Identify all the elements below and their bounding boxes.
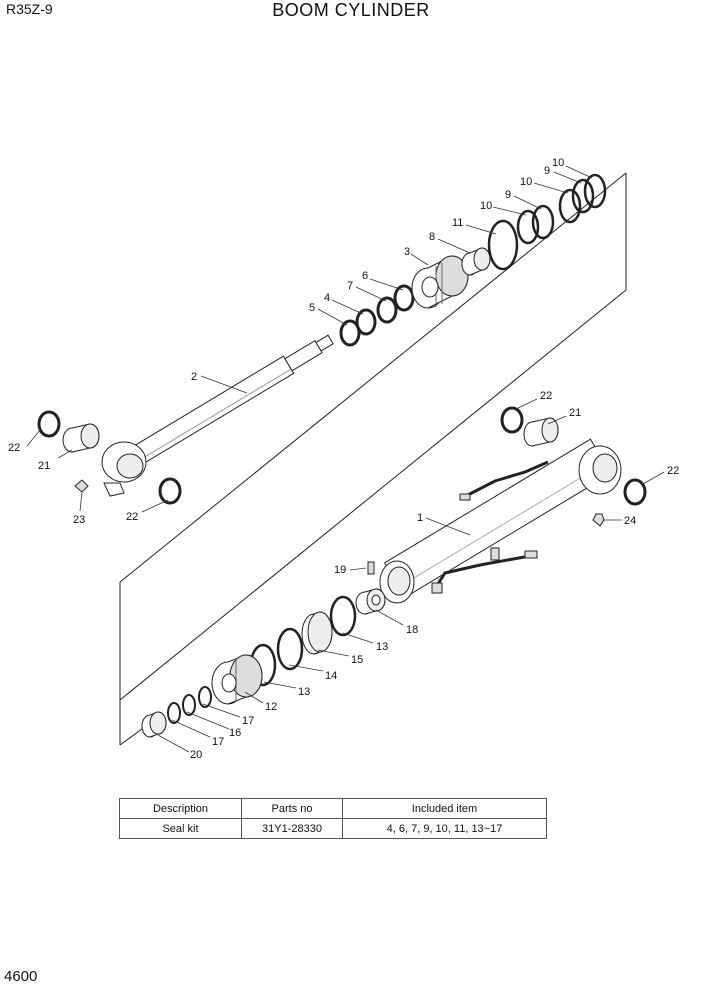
- backup-ring-10a: [516, 209, 540, 245]
- callout-6: 6: [362, 270, 368, 282]
- callout-10b: 10: [520, 176, 532, 188]
- bushing-21b: [523, 417, 559, 447]
- frame-line: [119, 172, 627, 583]
- callout-22d: 22: [667, 465, 679, 477]
- callout-9b: 9: [544, 165, 550, 177]
- pipe-fitting-lower: [524, 550, 538, 559]
- callout-22c: 22: [540, 390, 552, 402]
- callout-4: 4: [324, 292, 330, 304]
- col-description: Description: [119, 798, 242, 819]
- backup-ring-17b: [167, 702, 181, 724]
- table-header-row: Description Parts no Included item: [119, 798, 547, 819]
- callout-22a: 22: [8, 442, 20, 454]
- pipe-fitting-upper: [459, 493, 471, 501]
- rod-eye-bracket: [103, 482, 125, 497]
- callout-15: 15: [351, 654, 363, 666]
- dust-ring-22a: [37, 410, 61, 438]
- backup-ring-10c: [583, 173, 607, 209]
- model-code: R35Z-9: [6, 1, 53, 17]
- rod-cover: [411, 255, 469, 309]
- callout-20: 20: [190, 749, 202, 761]
- callout-19: 19: [334, 564, 346, 576]
- dust-ring-22c: [500, 406, 524, 434]
- callout-8: 8: [429, 231, 435, 243]
- piston-12: [211, 654, 263, 705]
- seal-kit-table: Description Parts no Included item Seal …: [119, 798, 547, 839]
- callout-11: 11: [452, 217, 463, 229]
- callout-21b: 21: [569, 407, 581, 419]
- wear-ring-13a: [329, 595, 357, 637]
- grease-nipple-24: [592, 513, 605, 527]
- dust-ring-22d: [623, 478, 647, 506]
- grease-nipple-23: [74, 479, 89, 493]
- pipe-upper: [461, 460, 549, 500]
- callout-9a: 9: [505, 189, 511, 201]
- o-ring-11: [487, 219, 519, 271]
- collar-20: [141, 711, 167, 738]
- ring-14: [276, 627, 304, 671]
- callout-13b: 13: [298, 686, 310, 698]
- frame-line: [119, 725, 147, 746]
- callout-18: 18: [406, 624, 418, 636]
- callout-24: 24: [624, 515, 636, 527]
- callout-10a: 10: [480, 200, 492, 212]
- seal-7: [376, 296, 398, 324]
- page-number: 4600: [4, 968, 38, 985]
- callout-14: 14: [325, 670, 337, 682]
- pipe-lower: [434, 554, 531, 588]
- table-row: Seal kit 31Y1-28330 4, 6, 7, 9, 10, 11, …: [119, 818, 547, 839]
- rod-eye-bore: [116, 453, 144, 479]
- pipe-bracket: [490, 547, 500, 561]
- tube-bore: [387, 566, 411, 596]
- callout-5: 5: [309, 302, 315, 314]
- cell-parts-no: 31Y1-28330: [241, 818, 343, 839]
- callout-16: 16: [229, 727, 241, 739]
- o-ring-9a: [531, 204, 555, 240]
- pipe-clamp: [431, 582, 443, 594]
- seal-5: [339, 319, 361, 347]
- page-title: BOOM CYLINDER: [272, 0, 430, 20]
- callout-7: 7: [347, 280, 353, 292]
- frame-line: [119, 289, 627, 701]
- seal-4: [355, 308, 377, 336]
- backup-ring-17a: [198, 686, 212, 708]
- backup-ring-10b: [558, 188, 582, 224]
- callout-17b: 17: [212, 736, 224, 748]
- callout-17a: 17: [242, 715, 254, 727]
- callout-12: 12: [265, 701, 277, 713]
- cell-included-item: 4, 6, 7, 9, 10, 11, 13~17: [342, 818, 547, 839]
- tube-eye-bore: [592, 453, 618, 483]
- seal-6: [393, 284, 415, 312]
- piston-rod: [132, 334, 334, 465]
- dust-ring-22b: [158, 477, 182, 505]
- callout-13a: 13: [376, 641, 388, 653]
- bushing-8: [461, 247, 491, 276]
- callout-3: 3: [404, 246, 410, 258]
- callout-1: 1: [417, 512, 423, 524]
- cell-description: Seal kit: [119, 818, 242, 839]
- lock-nut-18: [355, 588, 386, 615]
- o-ring-9b: [571, 178, 595, 214]
- callout-22b: 22: [126, 511, 138, 523]
- o-ring-16: [182, 694, 196, 716]
- callout-21a: 21: [38, 460, 50, 472]
- piston-seal-15: [301, 611, 333, 655]
- col-included-item: Included item: [342, 798, 547, 819]
- set-screw-19: [367, 561, 375, 575]
- callout-10c: 10: [552, 157, 564, 169]
- bushing-21a: [62, 423, 100, 453]
- callout-2: 2: [191, 371, 197, 383]
- callout-23: 23: [73, 514, 85, 526]
- col-parts-no: Parts no: [241, 798, 343, 819]
